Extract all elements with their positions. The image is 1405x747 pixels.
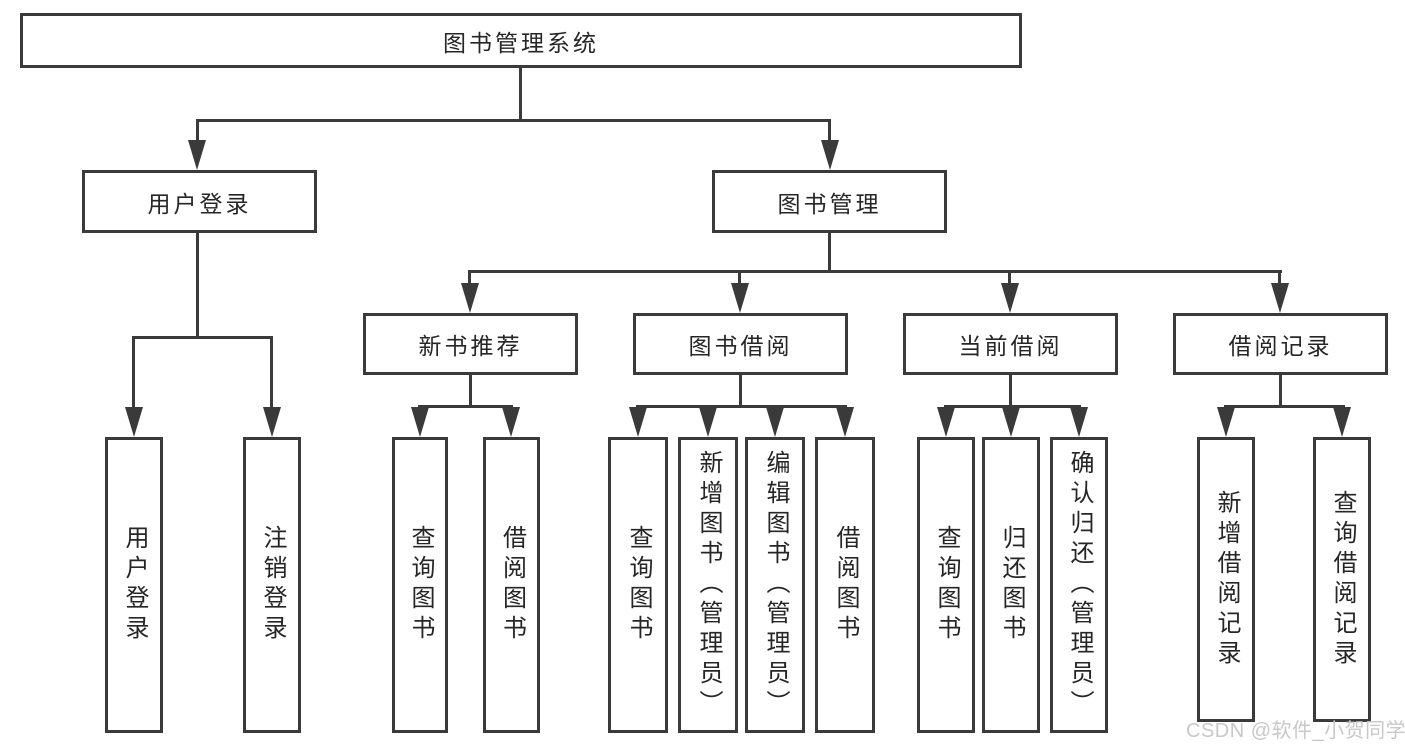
arrow-down-icon xyxy=(1333,407,1351,437)
leaf-add-books-admin: 新增图书（管理员） xyxy=(678,437,738,733)
connector-line xyxy=(468,270,1282,273)
leaf-confirm-return-admin: 确认归还（管理员） xyxy=(1050,437,1108,733)
node-borrow-records-label: 借阅记录 xyxy=(1228,333,1333,359)
leaf-user-login: 用户登录 xyxy=(105,437,163,733)
arrow-down-icon xyxy=(502,407,520,437)
leaf-logout: 注销登录 xyxy=(243,437,301,733)
leaf-query-borrow-record-label: 查询借阅记录 xyxy=(1329,489,1356,670)
arrow-down-icon xyxy=(1070,407,1088,437)
connector-line xyxy=(828,233,831,272)
connector-line xyxy=(1224,405,1345,408)
leaf-confirm-return-admin-label: 确认归还（管理员） xyxy=(1066,450,1093,720)
connector-line xyxy=(1278,270,1281,285)
leaf-query-books-3-label: 查询图书 xyxy=(933,525,960,645)
leaf-return-books: 归还图书 xyxy=(982,437,1040,733)
node-borrow-records: 借阅记录 xyxy=(1173,313,1388,375)
arrow-down-icon xyxy=(263,407,281,437)
connector-line xyxy=(1008,270,1011,285)
connector-line xyxy=(828,119,831,143)
csdn-watermark: CSDN @软件_小贺同学 xyxy=(1186,720,1405,742)
leaf-user-login-label: 用户登录 xyxy=(121,525,148,645)
connector-line xyxy=(132,336,135,409)
leaf-query-books-3: 查询图书 xyxy=(917,437,975,733)
node-new-book-recommend-label: 新书推荐 xyxy=(418,333,523,359)
node-root-label: 图书管理系统 xyxy=(443,29,599,56)
leaf-add-borrow-record: 新增借阅记录 xyxy=(1197,437,1255,722)
leaf-query-borrow-record: 查询借阅记录 xyxy=(1313,437,1371,722)
node-current-borrow: 当前借阅 xyxy=(903,313,1118,375)
node-book-management-label: 图书管理 xyxy=(777,190,882,217)
node-new-book-recommend: 新书推荐 xyxy=(363,313,578,375)
connector-line xyxy=(132,336,273,339)
leaf-edit-books-admin: 编辑图书（管理员） xyxy=(745,437,805,733)
arrow-down-icon xyxy=(937,407,955,437)
node-book-borrow-label: 图书借阅 xyxy=(688,333,793,359)
arrow-down-icon xyxy=(1217,407,1235,437)
leaf-query-books-1: 查询图书 xyxy=(392,437,448,733)
arrow-down-icon xyxy=(836,407,854,437)
connector-line xyxy=(739,375,742,407)
arrow-down-icon xyxy=(461,283,479,313)
arrow-down-icon xyxy=(188,140,206,170)
connector-line xyxy=(418,405,513,408)
leaf-query-books-1-label: 查询图书 xyxy=(407,525,434,645)
arrow-down-icon xyxy=(1002,407,1020,437)
connector-line xyxy=(944,405,1081,408)
connector-line xyxy=(196,119,199,143)
connector-line xyxy=(738,270,741,285)
connector-line xyxy=(469,375,472,407)
connector-line xyxy=(196,119,831,122)
leaf-logout-label: 注销登录 xyxy=(259,525,286,645)
arrow-down-icon xyxy=(766,407,784,437)
leaf-borrow-books-2: 借阅图书 xyxy=(815,437,875,733)
connector-line xyxy=(1279,375,1282,407)
leaf-add-borrow-record-label: 新增借阅记录 xyxy=(1213,489,1240,670)
node-book-management: 图书管理 xyxy=(712,170,947,233)
arrow-down-icon xyxy=(731,283,749,313)
node-user-login-label: 用户登录 xyxy=(147,190,252,217)
connector-line xyxy=(636,405,847,408)
node-book-borrow: 图书借阅 xyxy=(633,313,848,375)
node-user-login: 用户登录 xyxy=(82,170,317,233)
leaf-borrow-books-1-label: 借阅图书 xyxy=(498,525,526,645)
leaf-edit-books-admin-label: 编辑图书（管理员） xyxy=(762,450,789,720)
connector-line xyxy=(1009,375,1012,407)
leaf-return-books-label: 归还图书 xyxy=(998,525,1025,645)
leaf-query-books-2: 查询图书 xyxy=(608,437,668,733)
node-root: 图书管理系统 xyxy=(20,13,1022,68)
connector-line xyxy=(270,336,273,409)
arrow-down-icon xyxy=(1001,283,1019,313)
leaf-borrow-books-1: 借阅图书 xyxy=(483,437,540,733)
leaf-add-books-admin-label: 新增图书（管理员） xyxy=(695,450,722,720)
arrow-down-icon xyxy=(125,407,143,437)
arrow-down-icon xyxy=(699,407,717,437)
leaf-borrow-books-2-label: 借阅图书 xyxy=(832,525,859,645)
connector-line xyxy=(196,233,199,338)
connector-line xyxy=(468,270,471,285)
arrow-down-icon xyxy=(821,140,839,170)
leaf-query-books-2-label: 查询图书 xyxy=(625,525,652,645)
arrow-down-icon xyxy=(411,407,429,437)
arrow-down-icon xyxy=(629,407,647,437)
node-current-borrow-label: 当前借阅 xyxy=(958,333,1063,359)
arrow-down-icon xyxy=(1271,283,1289,313)
connector-line xyxy=(519,68,522,121)
